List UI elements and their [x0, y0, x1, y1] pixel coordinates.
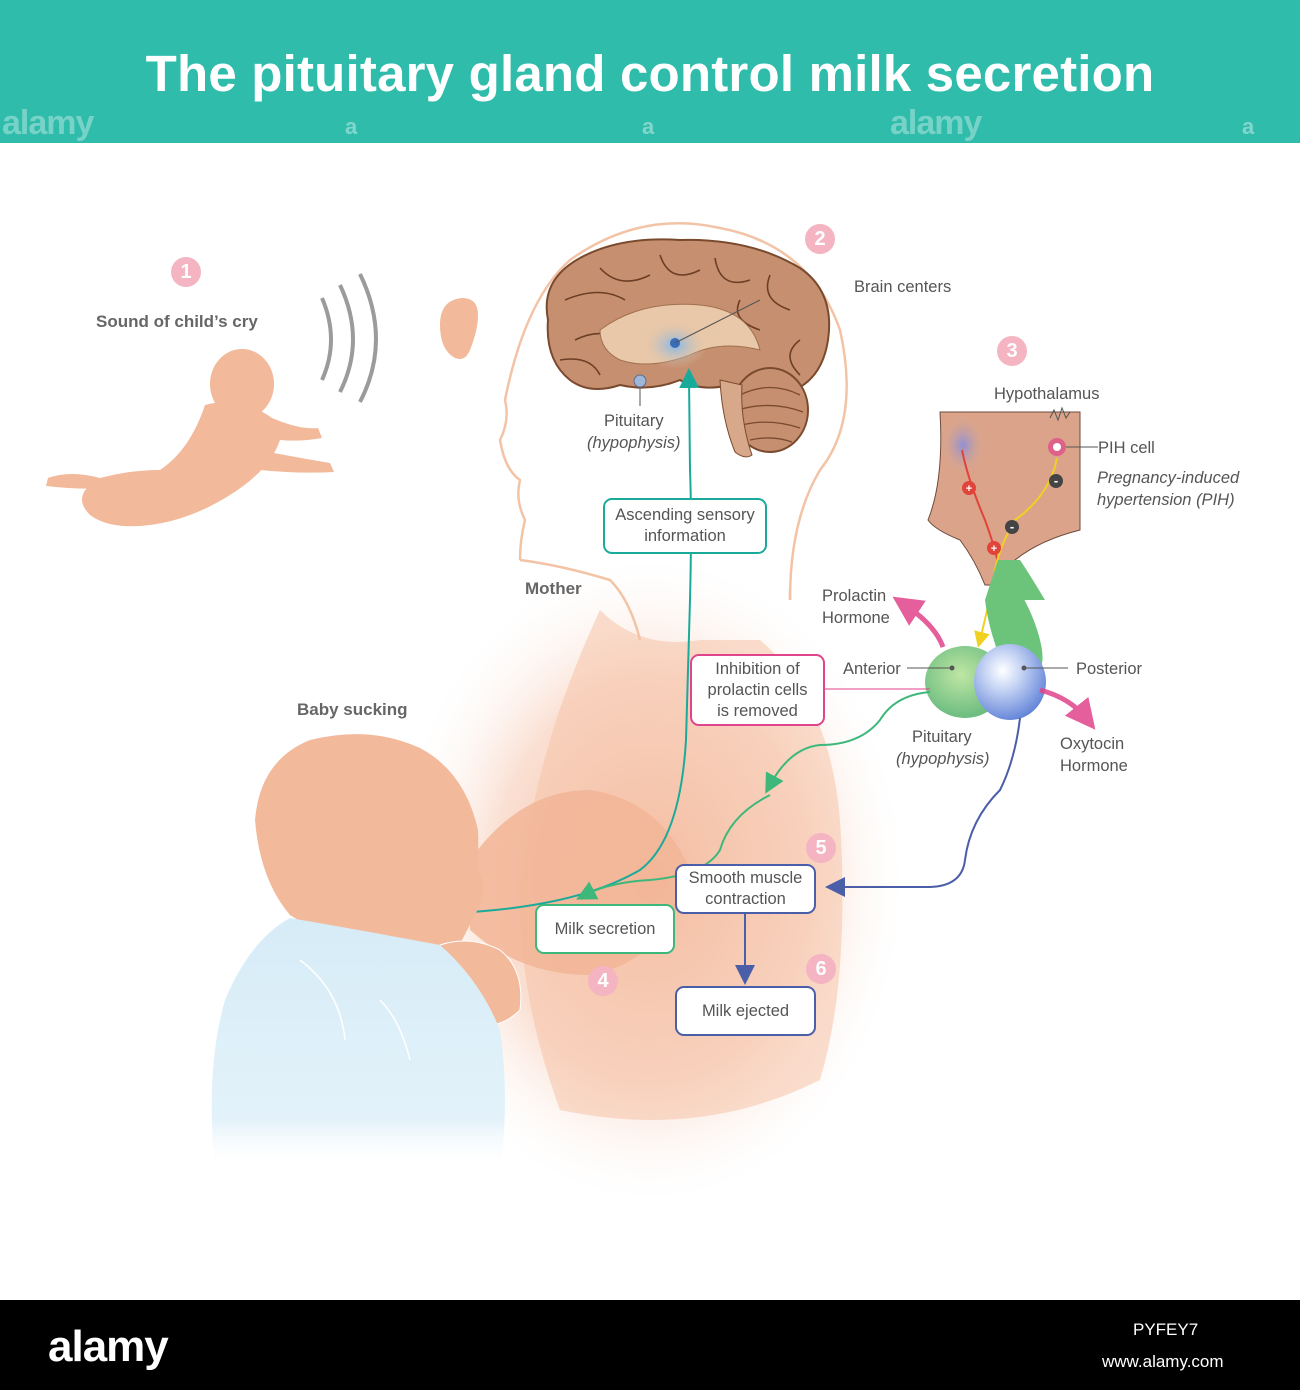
svg-text:+: +	[991, 543, 997, 555]
box-milk-secretion-text: Milk secretion	[554, 919, 656, 938]
step-badge-1: 1	[171, 257, 201, 287]
box-ascending-line1: Ascending sensory	[615, 506, 755, 524]
label-prolactin-line2: Hormone	[822, 609, 890, 627]
alamy-logo: alamy	[48, 1322, 169, 1371]
oxytocin-path	[825, 717, 1021, 897]
watermark-a-1: a	[345, 114, 358, 139]
box-inhibition-line2: prolactin cells	[707, 680, 808, 699]
page-title: The pituitary gland control milk secreti…	[145, 45, 1155, 102]
watermark-a-2: a	[642, 114, 655, 139]
label-posterior: Posterior	[1076, 660, 1143, 678]
box-ascending-line2: information	[644, 527, 726, 545]
box-inhibition-line1: Inhibition of	[715, 659, 800, 678]
box-inhibition-line3: is removed	[717, 701, 798, 720]
box-inhibition: Inhibition of prolactin cells is removed	[690, 654, 825, 726]
label-prolactin-line1: Prolactin	[822, 587, 887, 605]
label-anterior: Anterior	[843, 660, 901, 678]
box-milk-secretion: Milk secretion	[535, 904, 675, 954]
label-hypothalamus: Hypothalamus	[994, 385, 1100, 403]
box-ascending-sensory: Ascending sensory information	[603, 498, 767, 554]
svg-text:-: -	[1054, 473, 1058, 488]
label-pituitary-top: Pituitary	[604, 412, 664, 430]
image-id: PYFEY7	[1133, 1320, 1199, 1339]
label-oxytocin-line1: Oxytocin	[1060, 735, 1125, 753]
step-badge-3: 3	[997, 336, 1027, 366]
ear-icon	[440, 298, 478, 359]
label-pituitary-bottom: Pituitary	[912, 728, 972, 746]
svg-text:+: +	[966, 483, 972, 495]
watermark-left: alamy	[2, 104, 94, 142]
label-oxytocin-line2: Hormone	[1060, 757, 1128, 775]
label-hypophysis-top: (hypophysis)	[587, 434, 681, 452]
sound-waves-icon	[320, 273, 378, 403]
label-sound-of-cry: Sound of child’s cry	[96, 312, 258, 331]
step-badge-4: 4	[588, 966, 618, 996]
footer-bar: alamy PYFEY7 www.alamy.com	[0, 1300, 1300, 1390]
nursing-baby	[211, 734, 522, 1170]
step-badge-2: 2	[805, 224, 835, 254]
hypothalamus-section: + + - -	[927, 406, 1098, 648]
posterior-lobe	[974, 644, 1046, 720]
label-mother: Mother	[525, 579, 582, 598]
watermark-center: alamy	[890, 104, 982, 142]
prolactin-path-upper	[765, 691, 931, 794]
svg-text:-: -	[1010, 519, 1014, 534]
label-pih-line1: Pregnancy-induced	[1097, 469, 1240, 487]
label-hypophysis-bottom: (hypophysis)	[896, 750, 990, 768]
footer-url: www.alamy.com	[1102, 1352, 1224, 1371]
step-badge-6: 6	[806, 954, 836, 984]
box-smooth-line2: contraction	[705, 890, 786, 908]
watermark-a-3: a	[1242, 114, 1255, 139]
pituitary-gland	[825, 560, 1096, 730]
label-pih-line2: hypertension (PIH)	[1097, 491, 1235, 509]
label-brain-centers: Brain centers	[854, 278, 952, 296]
box-smooth-line1: Smooth muscle	[688, 869, 803, 887]
step-badge-5: 5	[806, 833, 836, 863]
crying-baby-silhouette	[46, 349, 334, 527]
title-banner: alamy alamy a a a The pituitary gland co…	[0, 0, 1300, 143]
box-milk-ejected-text: Milk ejected	[701, 1001, 790, 1020]
box-smooth-muscle: Smooth muscle contraction	[675, 864, 816, 914]
label-baby-sucking: Baby sucking	[297, 700, 408, 719]
label-pih-cell: PIH cell	[1098, 439, 1155, 457]
box-milk-ejected: Milk ejected	[675, 986, 816, 1036]
mother-head-outline	[498, 222, 848, 641]
brain-illustration	[545, 238, 831, 458]
